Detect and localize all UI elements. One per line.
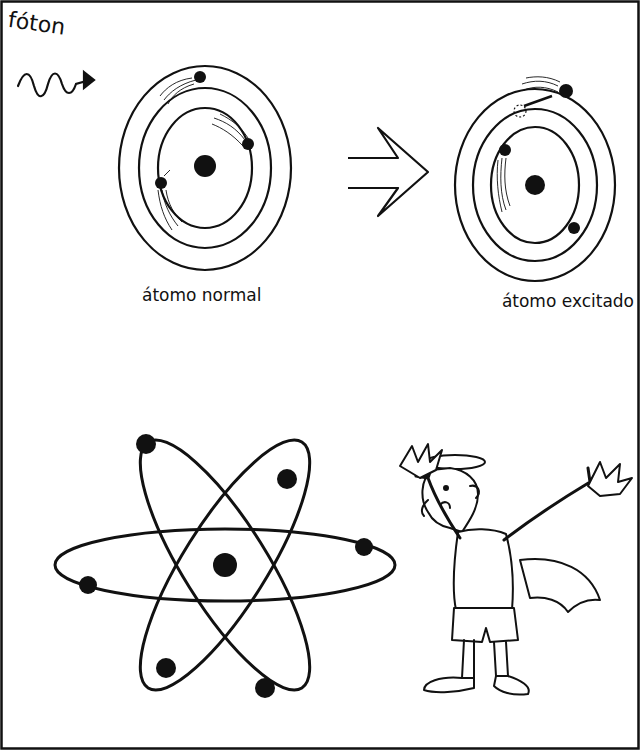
electron	[155, 177, 167, 189]
orbit-ring	[158, 108, 252, 228]
text-label: fóton	[7, 8, 67, 40]
wave-line	[18, 74, 90, 97]
motion-streaks	[497, 77, 560, 212]
orbit	[113, 420, 338, 710]
orbit-ring	[139, 88, 271, 248]
transition-arrow	[348, 128, 428, 216]
photon-wave	[18, 72, 94, 96]
nose	[422, 500, 428, 516]
text-label: átomo excitado	[502, 292, 634, 311]
orbit-ring	[119, 66, 291, 270]
left-hand	[400, 444, 442, 478]
classic-atom	[55, 420, 395, 710]
angel-figure	[400, 444, 632, 695]
right-foot	[494, 676, 529, 695]
electron	[568, 222, 580, 234]
shorts	[452, 608, 518, 642]
electron	[156, 658, 176, 678]
electron	[559, 84, 573, 98]
orbit	[55, 529, 395, 601]
electron	[194, 71, 206, 83]
electron	[79, 576, 97, 594]
excited-atom	[455, 77, 615, 281]
electron	[499, 144, 511, 156]
right-hand	[588, 462, 632, 496]
orbit	[113, 420, 338, 710]
electron	[277, 469, 297, 489]
wave-arrowhead	[84, 72, 94, 88]
electron	[136, 434, 156, 454]
nucleus	[194, 155, 216, 177]
normal-atom	[119, 66, 291, 270]
electron	[355, 538, 373, 556]
nucleus	[525, 175, 545, 195]
electron	[242, 138, 254, 150]
eye	[444, 486, 448, 490]
motion-streaks	[158, 78, 248, 230]
orbit-ring	[491, 127, 579, 243]
ear	[470, 486, 479, 498]
orbit-ring	[473, 109, 597, 261]
text-label: átomo normal	[142, 286, 261, 305]
legs	[462, 640, 508, 678]
left-foot	[424, 678, 474, 693]
empty-electron-place	[514, 105, 526, 117]
orbit-ring	[455, 89, 615, 281]
nucleus	[213, 553, 237, 577]
electron	[255, 678, 275, 698]
wing	[520, 559, 600, 612]
